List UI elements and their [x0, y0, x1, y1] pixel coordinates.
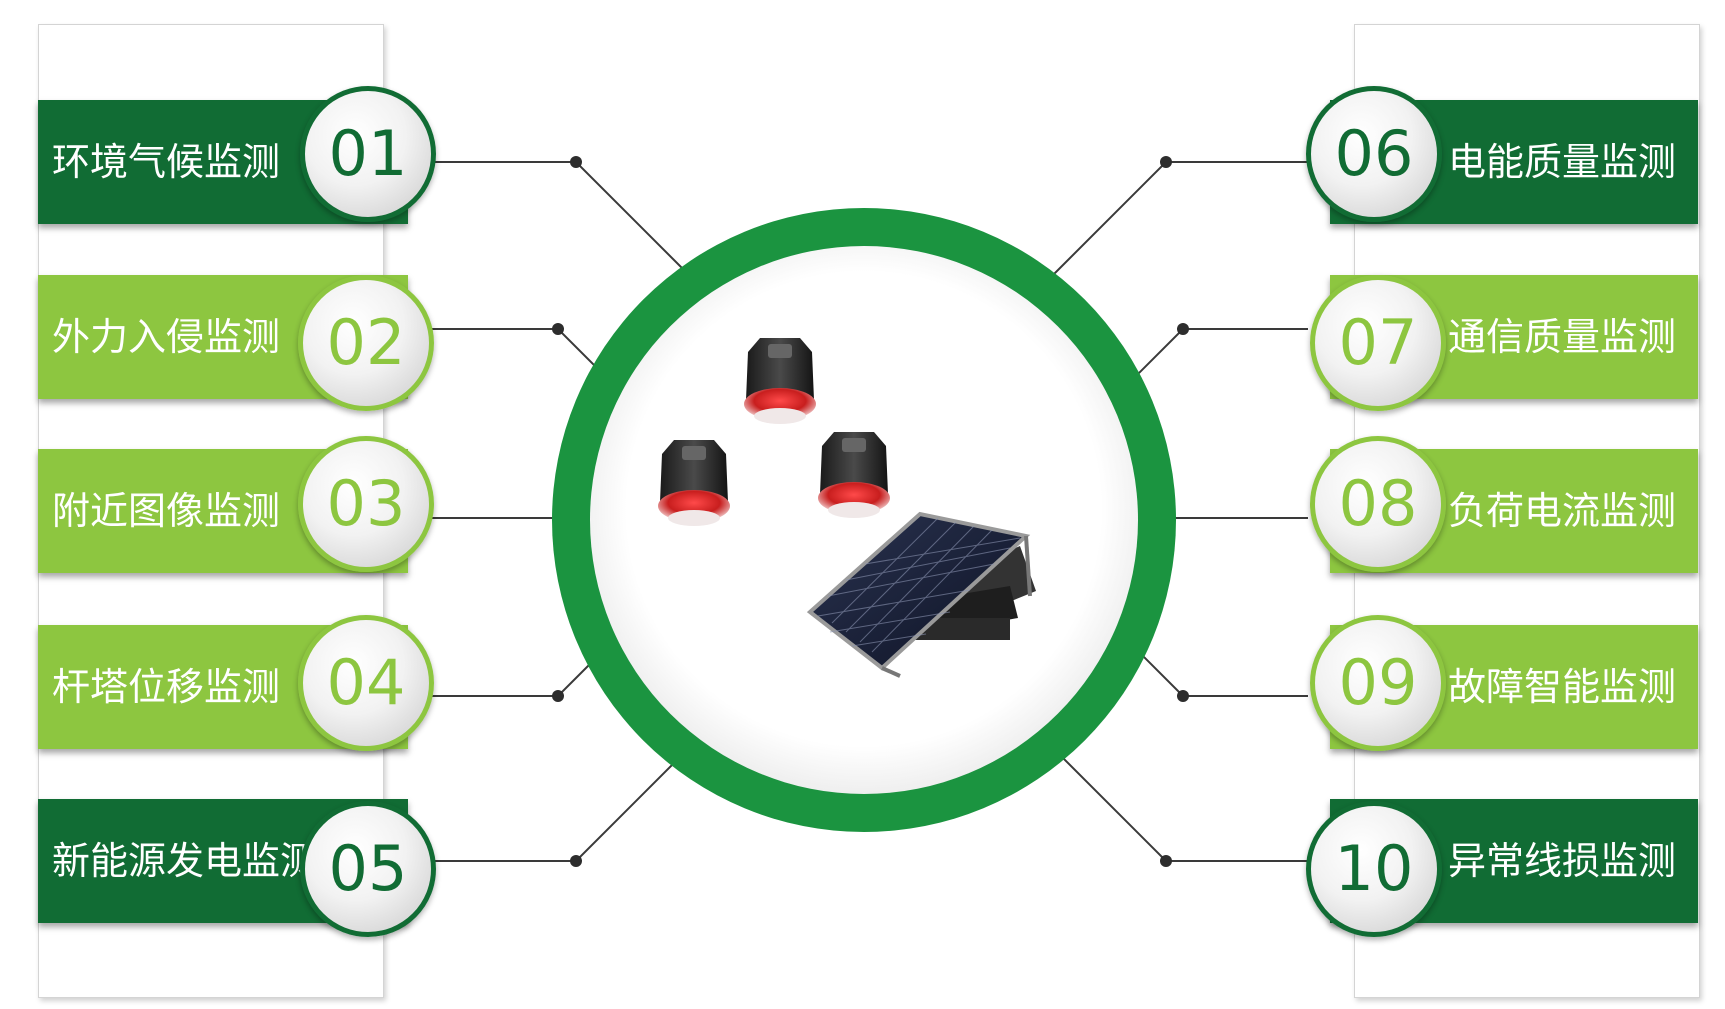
- connector-dot-09: [1177, 690, 1189, 702]
- connector-07: [1128, 328, 1308, 384]
- item-06-number: 06: [1306, 86, 1442, 222]
- sensor-device-icon: [744, 338, 816, 424]
- item-08-label: 负荷电流监测: [1448, 489, 1677, 533]
- item-10-label: 异常线损监测: [1448, 839, 1677, 883]
- connector-dot-05: [570, 855, 582, 867]
- connector-dot-06: [1160, 156, 1172, 168]
- item-04-label: 杆塔位移监测: [52, 665, 281, 709]
- connector-dot-10: [1160, 855, 1172, 867]
- item-04-number: 04: [298, 615, 434, 751]
- connector-dot-01: [570, 156, 582, 168]
- item-08-number: 08: [1310, 436, 1446, 572]
- sensor-device-icon: [658, 440, 730, 526]
- solar-panel-icon: [806, 511, 1036, 678]
- item-07-number: 07: [1310, 275, 1446, 411]
- item-01-label: 环境气候监测: [52, 140, 281, 184]
- item-03-number: 03: [298, 436, 434, 572]
- connector-dot-02: [552, 323, 564, 335]
- item-07-label: 通信质量监测: [1448, 315, 1677, 359]
- central-hub-image: [590, 246, 1138, 794]
- central-hub-ring: [552, 208, 1176, 832]
- item-02-label: 外力入侵监测: [52, 315, 281, 359]
- item-05-label: 新能源发电监测: [52, 839, 319, 883]
- connector-dot-07: [1177, 323, 1189, 335]
- connector-09: [1128, 641, 1308, 697]
- connector-02: [430, 328, 613, 384]
- equipment-illustration: [658, 338, 1036, 678]
- sensor-device-icon: [818, 432, 890, 518]
- item-10-number: 10: [1306, 801, 1442, 937]
- item-01-number: 01: [300, 86, 436, 222]
- item-03-label: 附近图像监测: [52, 489, 281, 533]
- item-06-label: 电能质量监测: [1448, 140, 1677, 184]
- item-02-number: 02: [298, 275, 434, 411]
- item-05-number: 05: [300, 801, 436, 937]
- connector-dot-04: [552, 690, 564, 702]
- item-09-number: 09: [1310, 615, 1446, 751]
- item-09-label: 故障智能监测: [1448, 665, 1677, 709]
